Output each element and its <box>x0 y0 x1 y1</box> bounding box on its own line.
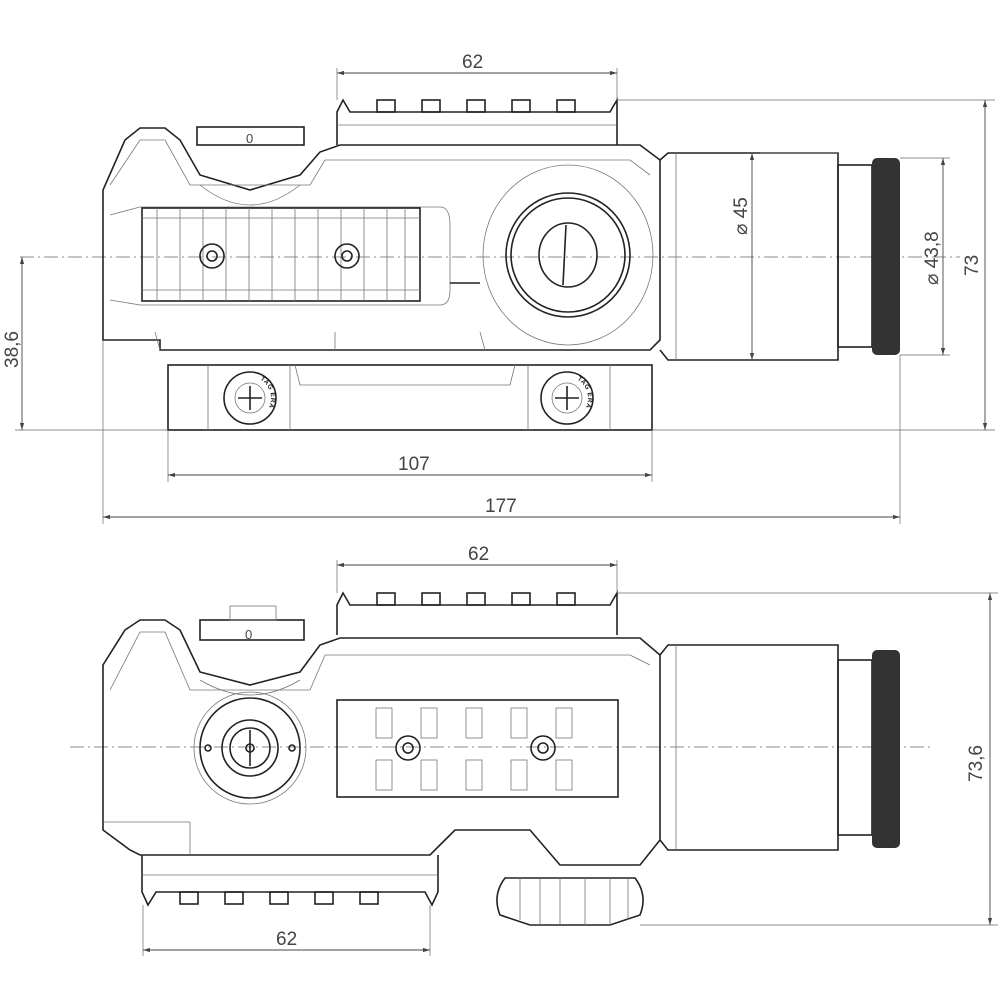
dim-tube-diameter: ⌀ 45 <box>731 197 752 235</box>
tag-era-logo-icon: TAG ERA <box>540 371 594 425</box>
screw-icon <box>199 243 225 269</box>
objective-tube <box>659 152 900 361</box>
side-focus-knob <box>496 877 644 926</box>
dimensions-top: 62 73 ⌀ 45 ⌀ 43,8 38,6 107 177 <box>2 52 995 524</box>
dim-mount-length: 107 <box>398 454 430 475</box>
windage-turret-cap <box>196 126 305 146</box>
mount-logo-text: TAG ERA <box>576 375 593 409</box>
turret-marking: 0 <box>245 627 252 642</box>
side-rail <box>336 699 619 798</box>
bottom-view: 0 <box>70 544 998 956</box>
screw-icon <box>395 735 421 761</box>
turret-marking: 0 <box>246 131 253 146</box>
top-picatinny-rail <box>336 590 618 635</box>
dim-rail-length: 62 <box>462 52 483 73</box>
bottom-rail <box>141 855 439 907</box>
dim-eyepiece-diameter: ⌀ 43,8 <box>922 231 943 285</box>
dim-axis-height: 38,6 <box>2 331 23 368</box>
housing-body: 0 <box>102 126 661 351</box>
dimensions-bottom: 62 73,6 62 <box>142 544 998 956</box>
top-picatinny-rail <box>336 97 618 145</box>
mount-base: TAG ERA TAG ERA <box>167 364 653 431</box>
elevation-turret <box>482 164 654 346</box>
top-view: 0 TAG ERA <box>2 52 995 524</box>
screw-icon <box>334 243 360 269</box>
mount-logo-text: TAG ERA <box>259 375 276 409</box>
knurled-eyepiece-ring <box>872 158 900 355</box>
dim-top-rail-length: 62 <box>468 544 489 565</box>
screw-icon <box>530 735 556 761</box>
knurled-eyepiece-ring <box>872 650 900 848</box>
dim-height: 73,6 <box>966 745 987 782</box>
tag-era-logo-icon: TAG ERA <box>223 371 277 425</box>
dim-height: 73 <box>962 255 983 276</box>
housing-body: 0 <box>102 605 661 866</box>
dim-overall-length: 177 <box>485 496 517 517</box>
dim-bottom-rail-length: 62 <box>276 929 297 950</box>
side-rail <box>141 207 421 302</box>
adjustment-dial <box>199 697 301 799</box>
objective-tube <box>659 644 900 851</box>
